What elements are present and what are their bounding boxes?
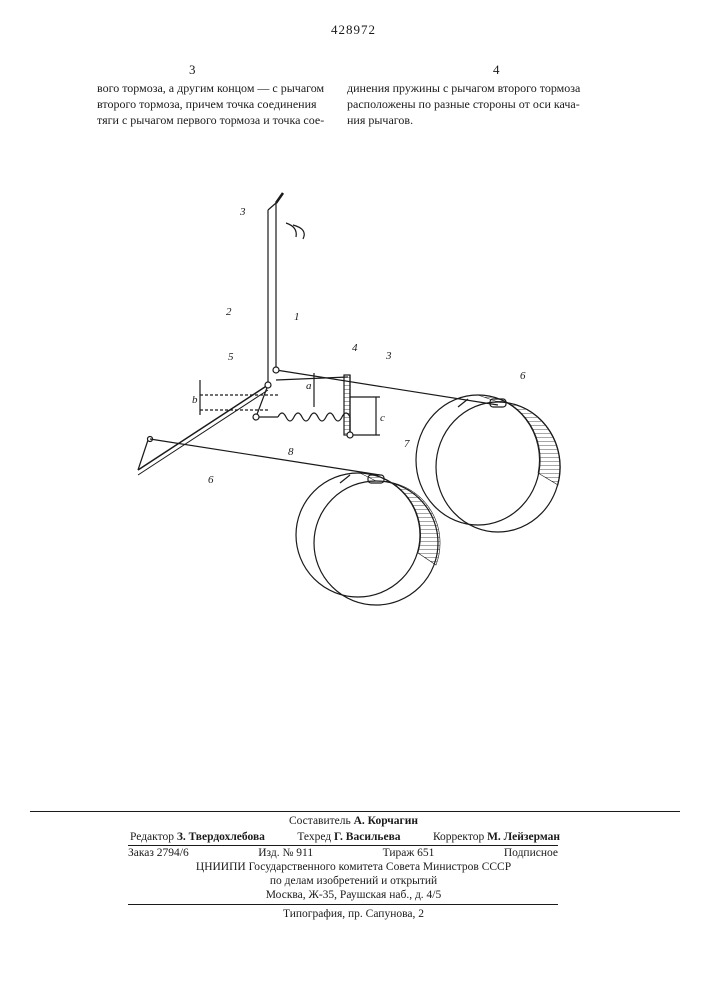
compiler-role: Составитель (289, 815, 351, 827)
label-7: 7 (404, 438, 410, 450)
text-line: расположены по разные стороны от оси кач… (347, 96, 582, 112)
compiler-name: А. Корчагин (354, 815, 418, 827)
rod-6 (150, 439, 380, 475)
brake-mechanism-figure: 1 2 3 4 5 6 6 7 8 3 a b c (118, 185, 578, 615)
org-line-1: ЦНИИПИ Государственного комитета Совета … (0, 860, 707, 874)
text-line: тяги с рычагом первого тормоза и точка с… (97, 112, 327, 128)
patent-number: 428972 (0, 22, 707, 38)
printer-line: Типография, пр. Сапунова, 2 (0, 907, 707, 921)
printer-separator (128, 904, 558, 905)
text-line: вого тормоза, а другим концом — с рычаго… (97, 80, 327, 96)
footer-editors: Редактор З. Твердохлебова Техред Г. Васи… (130, 830, 560, 844)
org-line-3: Москва, Ж-35, Раушская наб., д. 4/5 (0, 888, 707, 902)
column-number-left: 3 (189, 62, 196, 78)
org-line-2: по делам изобретений и открытий (0, 874, 707, 888)
label-4: 4 (352, 342, 358, 354)
footer-divider (30, 811, 680, 812)
label-8: 8 (288, 446, 294, 458)
label-5: 5 (228, 351, 234, 363)
editor-role: Редактор (130, 831, 174, 843)
techred: Техред Г. Васильева (297, 830, 400, 844)
lever-9 (344, 375, 350, 435)
label-3: 3 (239, 206, 246, 218)
shaft (138, 385, 268, 470)
left-column-text: вого тормоза, а другим концом — с рычаго… (97, 80, 327, 128)
order-number: Заказ 2794/6 (128, 846, 189, 860)
label-2: 2 (226, 306, 232, 318)
corrector: Корректор М. Лейзерман (433, 830, 560, 844)
spring-8 (278, 413, 350, 421)
editor-name: З. Твердохлебова (177, 831, 265, 843)
text-line: ния рычагов. (347, 112, 582, 128)
corrector-role: Корректор (433, 831, 484, 843)
footer-order-row: Заказ 2794/6 Изд. № 911 Тираж 651 Подпис… (128, 846, 558, 860)
column-number-right: 4 (493, 62, 500, 78)
label-6a: 6 (208, 474, 214, 486)
corrector-name: М. Лейзерман (487, 831, 560, 843)
label-a: a (306, 380, 312, 392)
label-6b: 6 (520, 370, 526, 382)
label-1: 1 (294, 311, 300, 323)
subscription: Подписное (504, 846, 558, 860)
circulation: Тираж 651 (383, 846, 435, 860)
label-b: b (192, 394, 198, 406)
label-c: c (380, 412, 385, 424)
tech-name: Г. Васильева (334, 831, 401, 843)
right-column-text: динения пружины с рычагом второго тормоз… (347, 80, 582, 128)
text-line: динения пружины с рычагом второго тормоз… (347, 80, 582, 96)
label-9: 3 (385, 350, 392, 362)
footer-compiler: Составитель А. Корчагин (0, 814, 707, 828)
text-line: второго тормоза, причем точка соединения (97, 96, 327, 112)
issue-number: Изд. № 911 (258, 846, 313, 860)
editor: Редактор З. Твердохлебова (130, 830, 265, 844)
tech-role: Техред (297, 831, 331, 843)
